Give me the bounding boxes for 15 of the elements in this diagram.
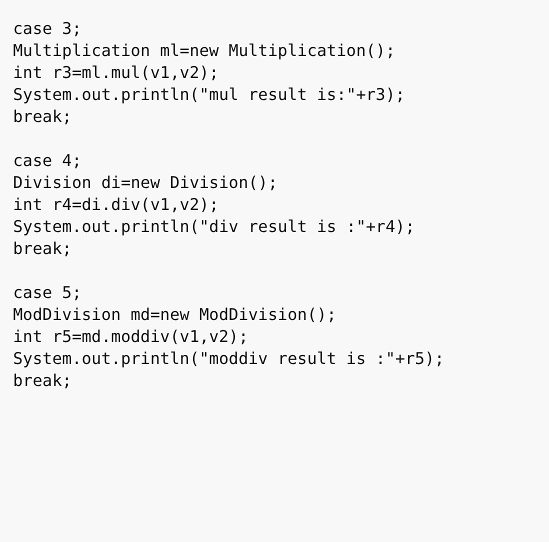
- code-line: break;: [13, 107, 72, 127]
- code-line: case 3;: [13, 19, 82, 39]
- code-line: int r4=di.div(v1,v2);: [13, 195, 219, 215]
- code-line: break;: [13, 239, 72, 259]
- code-line: ModDivision md=new ModDivision();: [13, 305, 336, 325]
- code-line: int r5=md.moddiv(v1,v2);: [13, 327, 248, 347]
- code-line: case 4;: [13, 151, 82, 171]
- code-line: Multiplication ml=new Multiplication();: [13, 41, 396, 61]
- code-line: break;: [13, 371, 72, 391]
- code-line: case 5;: [13, 283, 82, 303]
- code-line: System.out.println("div result is :"+r4);: [13, 217, 415, 237]
- code-line: Division di=new Division();: [13, 173, 278, 193]
- code-line: int r3=ml.mul(v1,v2);: [13, 63, 219, 83]
- code-line: System.out.println("mul result is:"+r3);: [13, 85, 406, 105]
- code-line: System.out.println("moddiv result is :"+r5);: [13, 349, 444, 369]
